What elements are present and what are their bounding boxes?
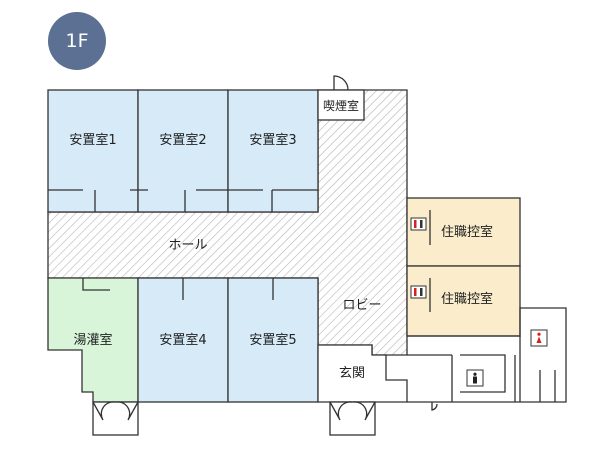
- room-1-door: [48, 189, 138, 212]
- entrance-label: 玄関: [339, 366, 365, 381]
- room-3-door: [228, 189, 318, 212]
- floor-badge: 1F: [48, 12, 106, 70]
- male-restroom-icon: [466, 369, 484, 387]
- door-swing-icon: [329, 401, 376, 421]
- residence-room-2-label: 住職控室: [441, 291, 493, 307]
- main-entrance-door[interactable]: [329, 401, 376, 436]
- smoking-room[interactable]: [317, 89, 365, 121]
- room-1[interactable]: [47, 89, 139, 213]
- door-swing-icon: [431, 402, 438, 411]
- female-restroom-icon: [530, 329, 548, 347]
- hall-label: ホール: [168, 238, 207, 253]
- bath-room-label: 湯灌室: [73, 332, 112, 348]
- room-4-label: 安置室4: [159, 332, 206, 348]
- door-swing-icon: [92, 401, 139, 421]
- room-2-label: 安置室2: [159, 132, 206, 148]
- bath-exterior-door[interactable]: [92, 401, 139, 436]
- room-3[interactable]: [227, 89, 319, 213]
- residence-room-1[interactable]: [406, 197, 521, 267]
- door-swing-icon: [333, 75, 349, 91]
- bath-door: [82, 278, 110, 291]
- room-2[interactable]: [137, 89, 229, 213]
- smoking-room-label: 喫煙室: [323, 98, 359, 113]
- room-2-door: [138, 189, 228, 212]
- restroom-icon: [410, 217, 427, 231]
- room-1-label: 安置室1: [69, 132, 116, 148]
- lobby-label: ロビー: [342, 298, 381, 313]
- room-3-label: 安置室3: [249, 132, 296, 148]
- room-5-label: 安置室5: [249, 332, 296, 348]
- restroom-icon: [410, 285, 427, 299]
- residence-room-2[interactable]: [406, 265, 521, 337]
- restroom-partitions: [407, 336, 556, 402]
- residence-room-1-label: 住職控室: [441, 224, 493, 240]
